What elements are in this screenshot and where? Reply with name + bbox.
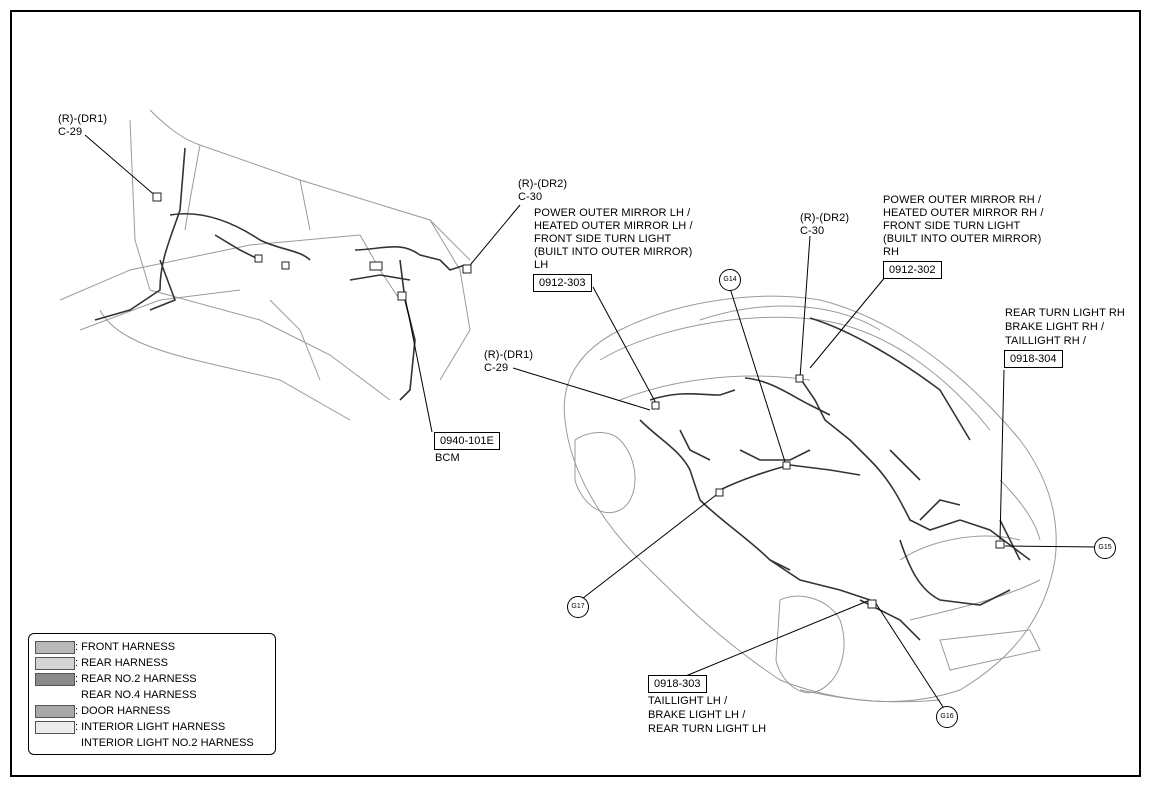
mirror-rh-line-1: POWER OUTER MIRROR RH / xyxy=(883,194,1042,206)
rear-rh-code-box: 0918-304 xyxy=(1004,350,1063,368)
mirror-lh-line-4: (BUILT INTO OUTER MIRROR) xyxy=(534,246,693,258)
harness-wires xyxy=(94,147,1031,641)
mirror-rh-line-5: RH xyxy=(883,246,900,258)
dashboard-outline xyxy=(59,109,471,421)
rear-lh-code-box: 0918-303 xyxy=(648,675,707,693)
connector-c30-label: C-30 xyxy=(518,191,543,203)
connector-dr2-mid-label: (R)-(DR2) xyxy=(800,212,850,224)
leader-lines xyxy=(84,134,1099,711)
legend-swatch xyxy=(35,641,75,654)
harness-legend: : FRONT HARNESS : REAR HARNESS : REAR NO… xyxy=(28,633,276,755)
rear-lh-line-1: TAILLIGHT LH / xyxy=(648,695,728,707)
legend-swatch xyxy=(35,673,75,686)
connector-dr1-mid-label: (R)-(DR1) xyxy=(484,349,534,361)
connector-dr2-label: (R)-(DR2) xyxy=(518,178,568,190)
diagram-frame xyxy=(10,10,1141,777)
mirror-rh-line-4: (BUILT INTO OUTER MIRROR) xyxy=(883,233,1042,245)
legend-label: : REAR NO.2 HARNESS xyxy=(75,673,197,685)
legend-label: REAR NO.4 HARNESS xyxy=(81,689,197,701)
mirror-lh-line-5: LH xyxy=(534,259,549,271)
connector-c29-mid-label: C-29 xyxy=(484,362,509,374)
ground-g15-marker: G15 xyxy=(1094,537,1116,559)
vehicle-outline xyxy=(563,295,1057,703)
rear-lh-line-2: BRAKE LIGHT LH / xyxy=(648,709,746,721)
connector-dr1-label: (R)-(DR1) xyxy=(58,113,108,125)
connectors xyxy=(152,192,1005,609)
bcm-code-box: 0940-101E xyxy=(434,432,500,450)
legend-label: : INTERIOR LIGHT HARNESS xyxy=(75,721,226,733)
mirror-rh-code-box: 0912-302 xyxy=(883,261,942,279)
rear-rh-line-3: TAILLIGHT RH / xyxy=(1005,335,1087,347)
legend-swatch xyxy=(35,721,75,734)
legend-label: : REAR HARNESS xyxy=(75,657,168,669)
connector-c29-label: C-29 xyxy=(58,126,83,138)
legend-label: : FRONT HARNESS xyxy=(75,641,176,653)
mirror-rh-line-3: FRONT SIDE TURN LIGHT xyxy=(883,220,1021,232)
ground-g16-marker: G16 xyxy=(936,706,958,728)
bcm-label: BCM xyxy=(435,452,460,464)
ground-g14-marker: G14 xyxy=(719,269,741,291)
rear-rh-line-1: REAR TURN LIGHT RH xyxy=(1005,307,1125,319)
rear-lh-line-3: REAR TURN LIGHT LH xyxy=(648,723,767,735)
rear-rh-line-2: BRAKE LIGHT RH / xyxy=(1005,321,1105,333)
mirror-lh-line-3: FRONT SIDE TURN LIGHT xyxy=(534,233,672,245)
legend-label: INTERIOR LIGHT NO.2 HARNESS xyxy=(81,737,254,749)
connector-c30-mid-label: C-30 xyxy=(800,225,825,237)
mirror-lh-code-box: 0912-303 xyxy=(533,274,592,292)
legend-label: : DOOR HARNESS xyxy=(75,705,171,717)
legend-swatch xyxy=(35,705,75,718)
mirror-lh-line-1: POWER OUTER MIRROR LH / xyxy=(534,207,691,219)
legend-swatch xyxy=(35,657,75,670)
mirror-rh-line-2: HEATED OUTER MIRROR RH / xyxy=(883,207,1044,219)
ground-g17-marker: G17 xyxy=(567,596,589,618)
mirror-lh-line-2: HEATED OUTER MIRROR LH / xyxy=(534,220,693,232)
